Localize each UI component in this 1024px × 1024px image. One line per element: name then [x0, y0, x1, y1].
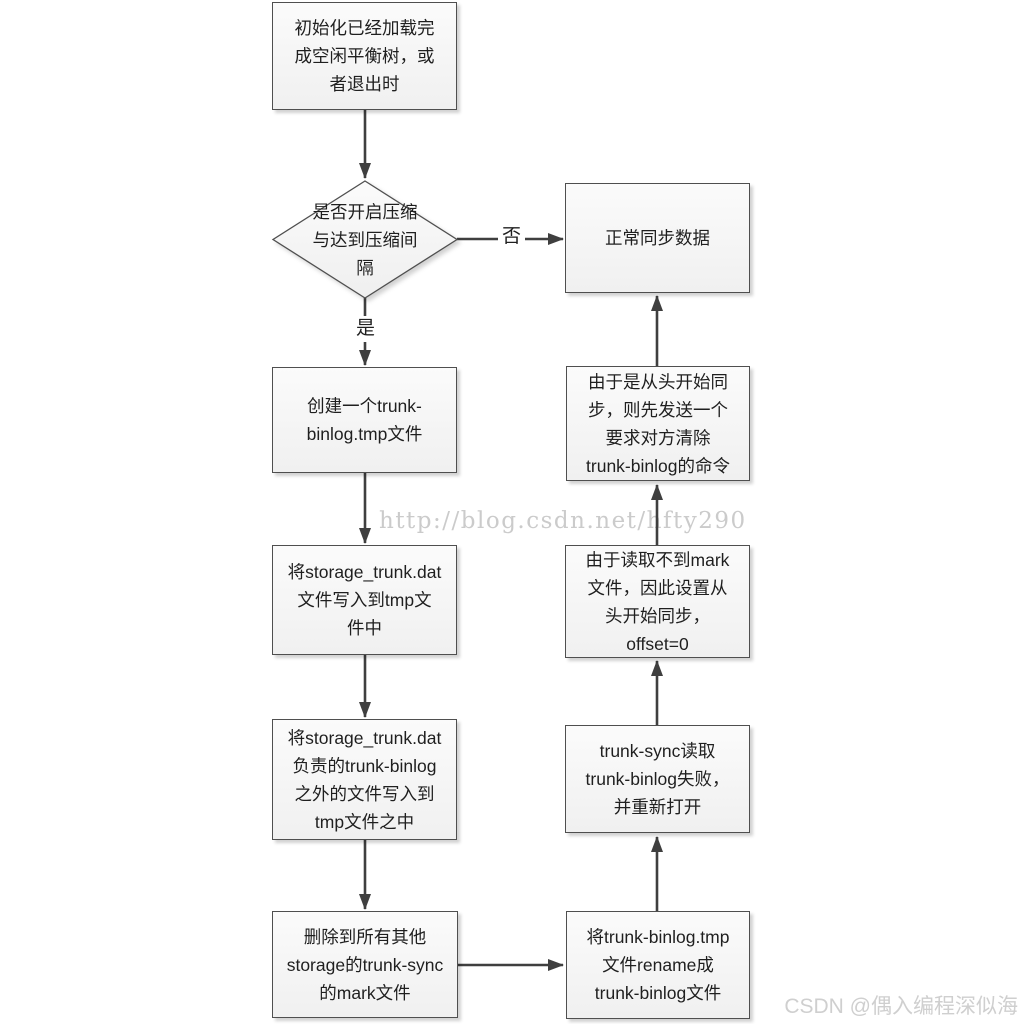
node-trunk-sync-read-fail-reopen: trunk-sync读取 trunk-binlog失败， 并重新打开 [565, 725, 750, 833]
node-write-storage-trunk-dat: 将storage_trunk.dat 文件写入到tmp文 件中 [272, 545, 457, 655]
node-rename-tmp-to-binlog: 将trunk-binlog.tmp 文件rename成 trunk-binlog… [566, 911, 750, 1019]
watermark-url: http://blog.csdn.net/hfty290 [379, 508, 747, 534]
node-decision-compress-label: 是否开启压缩 与达到压缩间 隔 [312, 201, 418, 278]
node-create-tmp-file: 创建一个trunk- binlog.tmp文件 [272, 367, 457, 473]
node-init-loaded-tree: 初始化已经加载完 成空闲平衡树，或 者退出时 [272, 2, 457, 110]
edge-label-yes: 是 [352, 316, 380, 342]
edge-label-no: 否 [498, 224, 526, 250]
node-send-clear-binlog-command: 由于是从头开始同 步，则先发送一个 要求对方清除 trunk-binlog的命令 [566, 366, 750, 481]
node-normal-sync: 正常同步数据 [565, 183, 750, 293]
node-set-offset-zero: 由于读取不到mark 文件，因此设置从 头开始同步， offset=0 [565, 545, 750, 658]
decision-diamond-shape [271, 180, 459, 299]
node-write-other-files: 将storage_trunk.dat 负责的trunk-binlog 之外的文件… [272, 719, 457, 840]
node-delete-mark-files: 删除到所有其他 storage的trunk-sync 的mark文件 [272, 911, 458, 1018]
watermark-csdn-credit: CSDN @偶入编程深似海 [784, 995, 1018, 1018]
